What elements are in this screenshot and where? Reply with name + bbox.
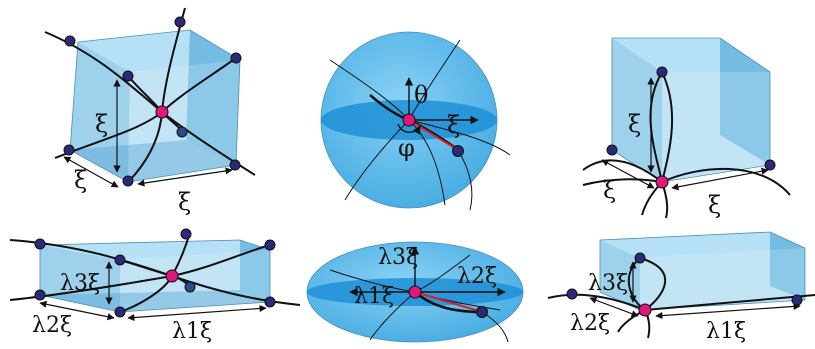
label-right: λ2ξ (457, 264, 497, 289)
label-width: λ1ξ (172, 319, 212, 344)
node (176, 126, 188, 138)
node (122, 175, 134, 187)
cube-dimension-arrows (63, 79, 233, 188)
node (63, 144, 75, 156)
panel-cube-corner: ξ ξ ξ (582, 37, 791, 219)
label-vertical: λ3ξ (588, 271, 628, 296)
node (64, 35, 76, 47)
node (264, 296, 276, 308)
box (599, 231, 806, 311)
node (566, 288, 578, 300)
node (634, 252, 646, 264)
node-center (402, 113, 416, 127)
label-width: ξ (178, 188, 191, 216)
node (180, 228, 192, 240)
sphere-radius (408, 119, 459, 151)
label-left: λ1ξ (354, 284, 394, 309)
node (34, 238, 46, 250)
label-depth: λ2ξ (570, 311, 610, 336)
node (114, 306, 126, 318)
node-center (155, 105, 169, 119)
sphere-axes (397, 77, 479, 135)
node (174, 16, 186, 28)
label-width: λ1ξ (706, 319, 746, 344)
panel-sphere: θ ξ φ (320, 31, 511, 211)
label-depth: λ2ξ (32, 313, 72, 338)
label-depth: ξ (74, 166, 87, 194)
node (230, 52, 242, 64)
node (476, 306, 488, 318)
box-dimension-arrows (589, 261, 801, 320)
node (184, 281, 196, 293)
label-radius: ξ (447, 111, 460, 139)
node (229, 159, 241, 171)
node (606, 144, 618, 156)
sphere-network (329, 39, 511, 211)
label-vertical: ξ (628, 110, 641, 138)
node (764, 159, 776, 171)
label-width: ξ (708, 191, 721, 219)
label-vertical: ξ (95, 110, 108, 138)
cube-box (611, 37, 771, 183)
ellipsoid-radius (414, 291, 483, 313)
panel-box-corner: λ3ξ λ2ξ λ1ξ (547, 231, 815, 344)
box-dimension-arrows (39, 261, 267, 322)
node-corner (655, 175, 669, 189)
cube-dimension-arrows (601, 77, 769, 191)
label-vertical: λ3ξ (378, 245, 418, 270)
node (452, 145, 464, 157)
cube-nodes (63, 16, 242, 187)
node-center (165, 269, 179, 283)
panel-cube-center: ξ ξ ξ (44, 7, 256, 216)
node-corner (638, 303, 652, 317)
node (791, 294, 803, 306)
node (656, 66, 668, 78)
label-phi: φ (398, 134, 415, 162)
label-depth: ξ (603, 176, 616, 204)
panel-box-center: λ3ξ λ2ξ λ1ξ (9, 228, 301, 344)
ellipsoid-axes (349, 246, 506, 297)
node (34, 289, 46, 301)
node (264, 239, 276, 251)
node-center (408, 285, 422, 299)
label-theta: θ (414, 81, 428, 109)
label-vertical: λ3ξ (60, 271, 100, 296)
node (114, 254, 126, 266)
panel-ellipsoid: λ3ξ λ2ξ λ1ξ (306, 241, 524, 343)
node (122, 70, 134, 82)
